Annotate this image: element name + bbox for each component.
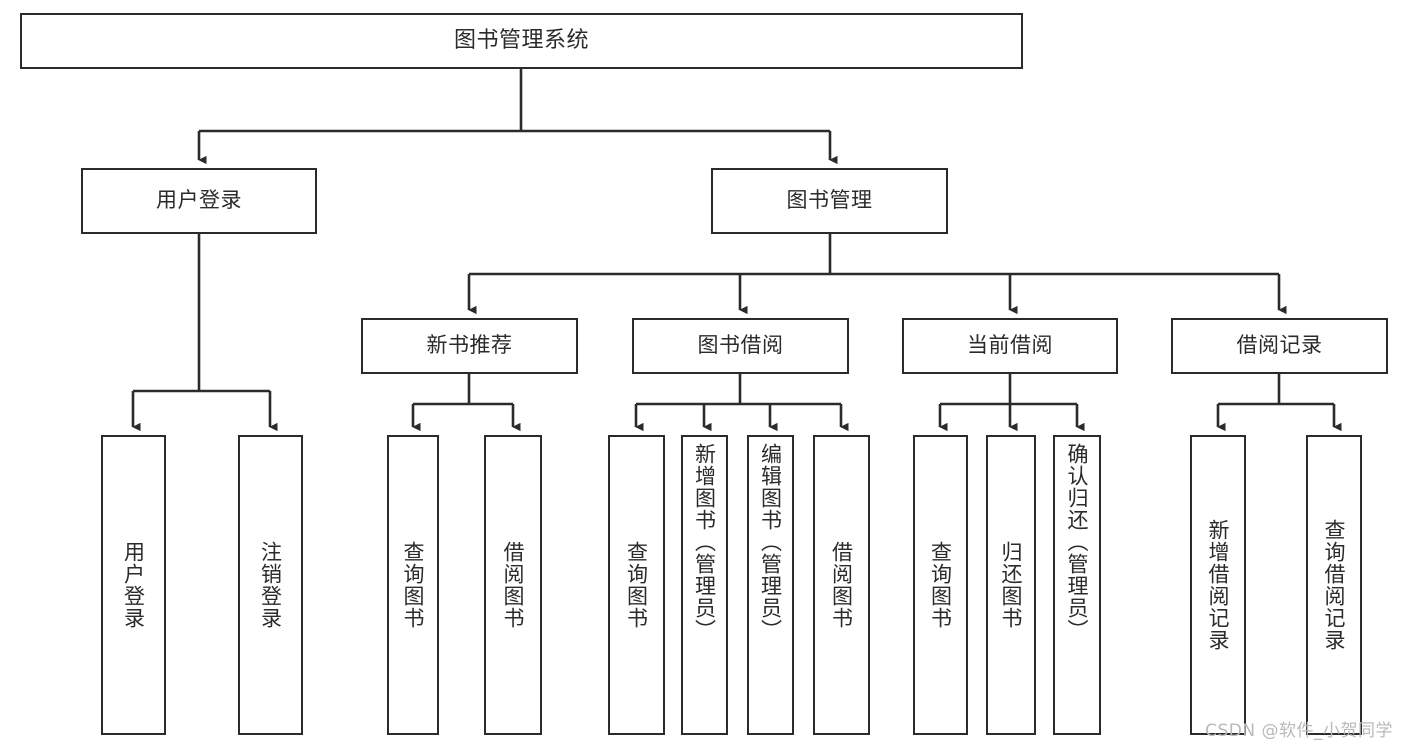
node-label: 归还图书: [999, 541, 1024, 629]
node-label: 图书管理系统: [453, 27, 589, 53]
node-label: 确认归还（管理员）: [1065, 443, 1090, 641]
node-label: 借阅图书: [501, 541, 526, 629]
node-leaf-return-book[interactable]: 归还图书: [986, 435, 1036, 735]
node-label: 查询图书: [401, 541, 426, 629]
node-label: 图书管理: [786, 188, 873, 213]
node-leaf-add-record[interactable]: 新增借阅记录: [1190, 435, 1246, 735]
node-label: 编辑图书（管理员）: [758, 443, 783, 641]
node-leaf-borrow-book-2[interactable]: 借阅图书: [813, 435, 870, 735]
node-label: 查询借阅记录: [1322, 519, 1347, 651]
node-leaf-logout[interactable]: 注销登录: [238, 435, 303, 735]
node-borrow-record[interactable]: 借阅记录: [1171, 318, 1388, 374]
node-label: 当前借阅: [967, 333, 1053, 358]
node-leaf-edit-book[interactable]: 编辑图书（管理员）: [747, 435, 794, 735]
node-user-login[interactable]: 用户登录: [81, 168, 317, 234]
node-leaf-borrow-book-1[interactable]: 借阅图书: [484, 435, 542, 735]
node-label: 用户登录: [156, 188, 242, 213]
node-label: 注销登录: [258, 541, 283, 629]
node-label: 新增借阅记录: [1206, 519, 1231, 651]
node-leaf-query-book-3[interactable]: 查询图书: [913, 435, 968, 735]
node-label: 借阅记录: [1236, 333, 1323, 358]
node-root-system[interactable]: 图书管理系统: [20, 13, 1023, 69]
node-new-book-recommend[interactable]: 新书推荐: [361, 318, 578, 374]
node-label: 新增图书（管理员）: [692, 443, 717, 641]
node-leaf-confirm-return[interactable]: 确认归还（管理员）: [1053, 435, 1101, 735]
csdn-watermark: CSDN @软件_小贺同学: [1205, 721, 1393, 741]
node-label: 新书推荐: [426, 333, 513, 358]
node-label: 用户登录: [121, 541, 146, 629]
node-leaf-user-login[interactable]: 用户登录: [101, 435, 166, 735]
node-label: 图书借阅: [697, 333, 784, 358]
node-book-borrow[interactable]: 图书借阅: [632, 318, 849, 374]
node-leaf-query-record[interactable]: 查询借阅记录: [1306, 435, 1362, 735]
node-current-borrow[interactable]: 当前借阅: [902, 318, 1118, 374]
node-label: 查询图书: [624, 541, 649, 629]
node-label: 查询图书: [928, 541, 953, 629]
node-leaf-add-book[interactable]: 新增图书（管理员）: [681, 435, 728, 735]
node-leaf-query-book-2[interactable]: 查询图书: [608, 435, 665, 735]
node-label: 借阅图书: [829, 541, 854, 629]
node-leaf-query-book-1[interactable]: 查询图书: [387, 435, 439, 735]
node-book-manage[interactable]: 图书管理: [711, 168, 948, 234]
